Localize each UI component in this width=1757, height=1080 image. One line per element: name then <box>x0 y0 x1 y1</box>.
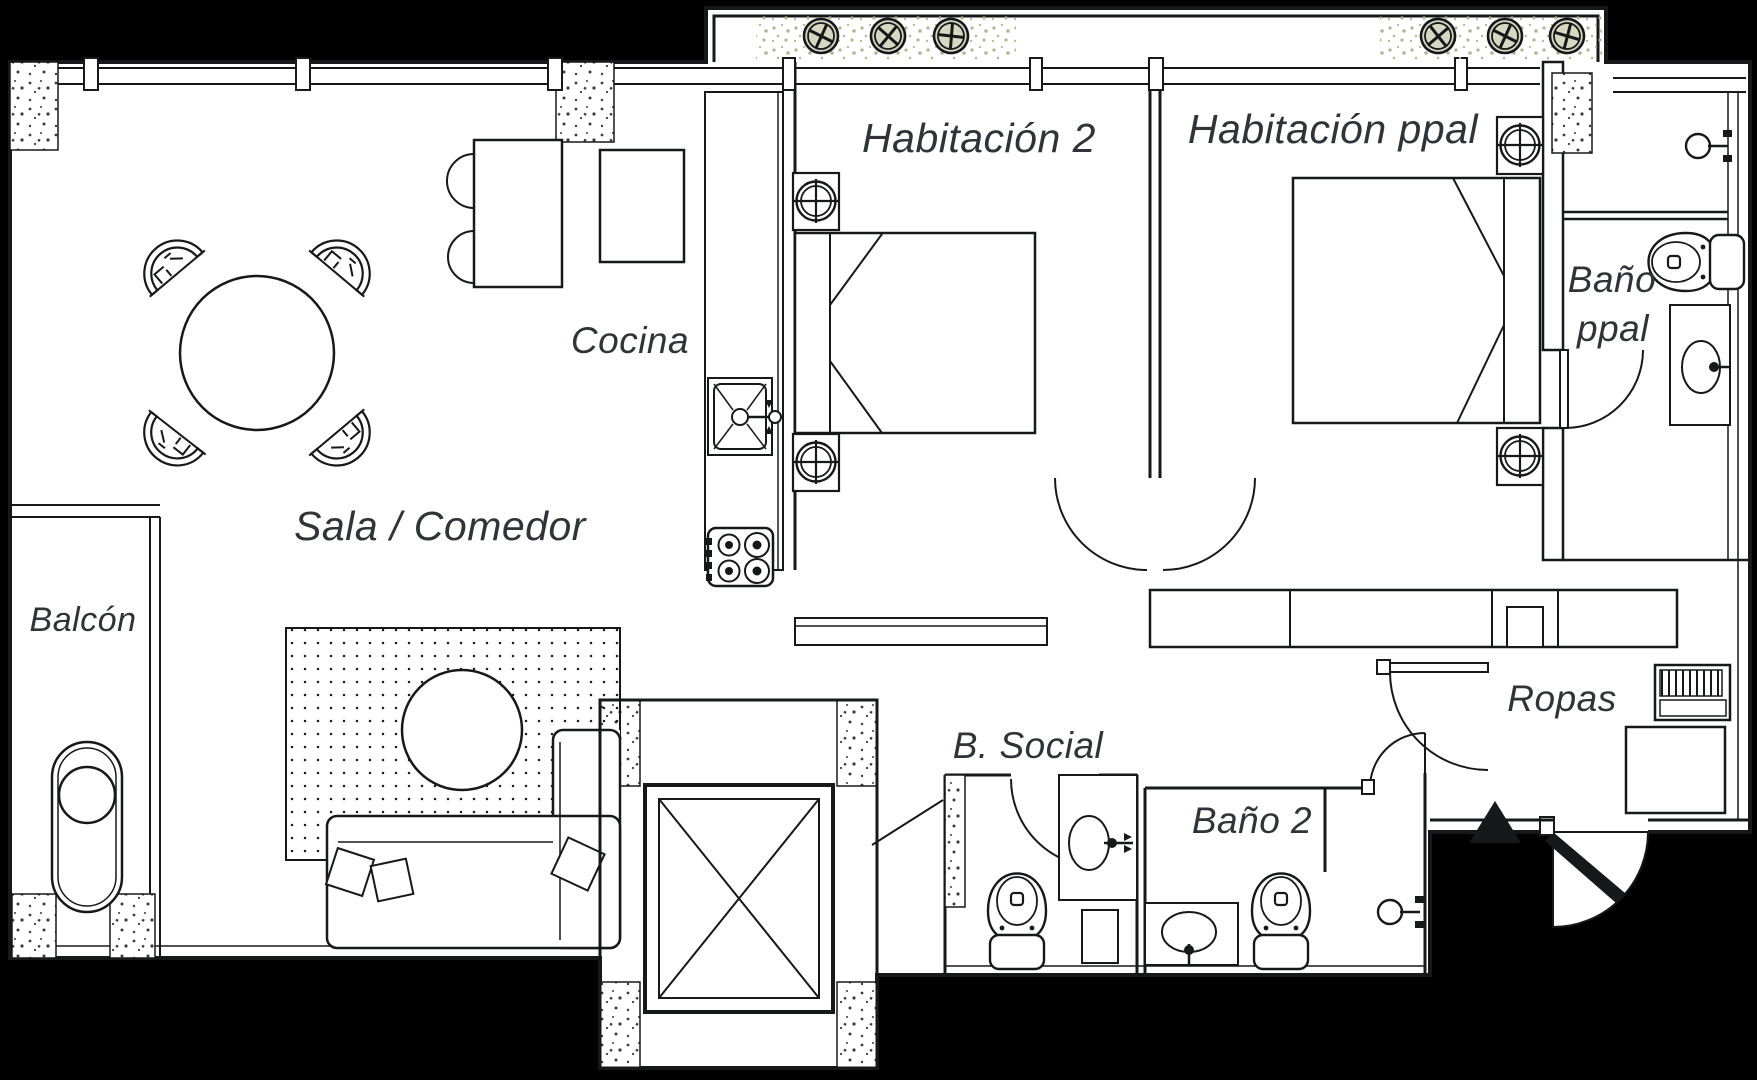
bano-ppal-fixtures <box>1647 128 1746 426</box>
outer-wall <box>8 6 1752 1070</box>
label-cocina: Cocina <box>571 320 689 361</box>
window-jambs <box>83 57 1468 91</box>
kitchen-sink <box>707 377 782 456</box>
desk-with-stools <box>446 138 564 289</box>
vanity-b-social <box>1058 774 1138 964</box>
floor-plate <box>10 8 1750 1068</box>
living-set <box>285 627 622 950</box>
pillow <box>324 846 376 898</box>
pillow <box>369 857 415 903</box>
elevator-x-icon <box>658 798 820 999</box>
b-social-fixtures <box>986 774 1138 971</box>
label-bano-ppal-1: Baño <box>1568 259 1656 300</box>
wardrobe-habitacion2 <box>794 617 1048 646</box>
door-arc-habitacion-ppal <box>1162 477 1256 571</box>
dining-table <box>178 274 336 432</box>
label-ropas: Ropas <box>1507 678 1616 719</box>
label-habitacion2: Habitación 2 <box>862 115 1096 161</box>
ottoman <box>400 668 524 792</box>
fridge <box>598 148 686 264</box>
label-bano2: Baño 2 <box>1192 800 1312 841</box>
stool <box>446 152 475 210</box>
door-arc-bano-ppal <box>1564 349 1644 429</box>
nightstand-lamp-icon <box>1495 426 1545 487</box>
habitacion-ppal-furniture <box>1148 115 1679 649</box>
entry-triangle-icon <box>1469 801 1521 843</box>
dining-set <box>127 224 387 482</box>
vanity-bano-ppal <box>1669 304 1731 426</box>
windows <box>10 67 1746 958</box>
console-desk <box>472 138 564 289</box>
toilet-b-social <box>986 872 1048 971</box>
label-sala-comedor: Sala / Comedor <box>294 503 588 549</box>
kitchen-counter <box>704 91 784 571</box>
wardrobe-habitacion-ppal <box>1148 588 1679 649</box>
planter-strip <box>756 11 1602 61</box>
entry-door-arc <box>1552 831 1650 929</box>
nightstand-lamp-icon <box>791 171 841 232</box>
label-bano-ppal-2: ppal <box>1576 308 1650 349</box>
entry-door-leaf <box>1545 832 1625 903</box>
vanity-bano2 <box>1144 902 1239 966</box>
elevator-cab <box>643 783 835 1014</box>
washing-machine <box>1653 663 1732 722</box>
bed-habitacion2 <box>793 231 1037 435</box>
side-table <box>57 765 117 825</box>
elevator-shaft <box>598 698 879 1070</box>
label-balcon: Balcón <box>30 601 137 639</box>
habitacion2-furniture <box>791 171 1048 646</box>
screw-icon <box>1486 17 1524 55</box>
ropas-appliances <box>1624 663 1732 815</box>
wall-columns <box>9 61 1593 1069</box>
pillow <box>550 836 606 892</box>
nightstand-lamp-icon <box>791 432 841 493</box>
door-arc-ropas <box>1389 671 1489 771</box>
bed-habitacion-ppal <box>1291 176 1542 425</box>
nightstand-lamp-icon <box>1495 115 1545 176</box>
label-b-social: B. Social <box>953 725 1105 766</box>
screw-icon <box>802 17 840 55</box>
toilet-bano-ppal <box>1647 231 1746 293</box>
stool <box>447 229 475 285</box>
door-arc-bano2 <box>1369 732 1426 789</box>
door-leaf-bano-ppal <box>1559 349 1569 429</box>
stove <box>706 526 775 588</box>
door-leaf-ropas <box>1389 662 1489 673</box>
water-heater <box>1624 725 1727 815</box>
toilet-bano2 <box>1250 872 1312 971</box>
label-habitacion-ppal: Habitación ppal <box>1188 106 1480 152</box>
balcony-lounge <box>50 740 124 914</box>
kitchen <box>598 91 784 588</box>
door-arc-habitacion2 <box>1054 477 1148 571</box>
bano2-fixtures <box>1144 872 1426 971</box>
